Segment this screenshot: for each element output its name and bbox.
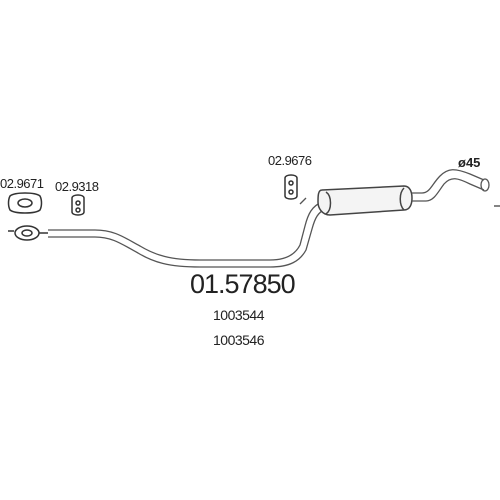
gasket-part-number: 02.9671 [0,176,44,191]
main-part-number: 01.57850 [190,269,295,299]
exhaust-pipe [48,195,341,268]
oem-number: 1003544 [213,307,265,323]
hanger-part-number: 02.9318 [55,179,99,194]
pipe-diameter-label: ø45 [458,155,480,170]
hanger-part-number: 02.9676 [268,153,312,168]
tailpipe [412,169,490,202]
rubber-hanger-icon [71,194,85,216]
rubber-hanger-icon [284,174,298,200]
muffler [317,185,413,216]
front-flange-icon [8,225,48,241]
oem-number: 1003546 [213,332,265,348]
gasket-icon [7,192,43,214]
